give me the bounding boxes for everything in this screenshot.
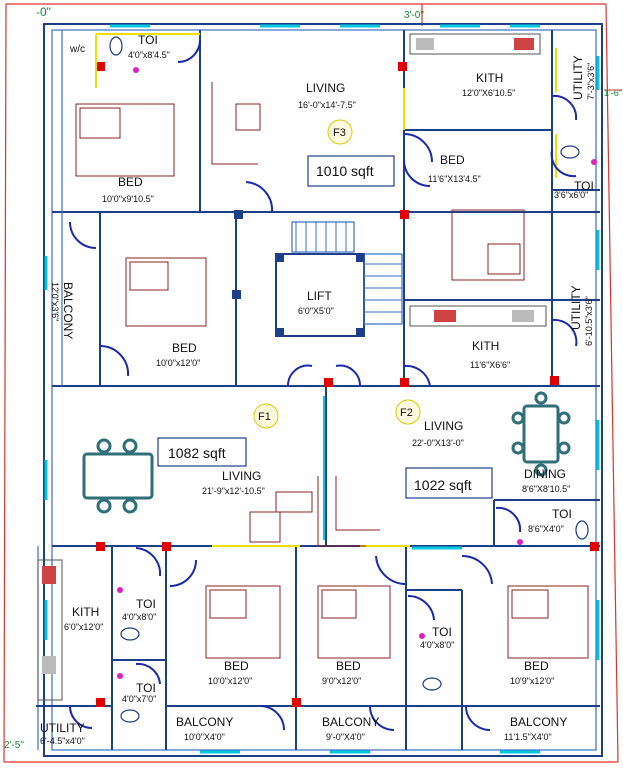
- f2-dining-name: DINING: [524, 467, 566, 481]
- f3-toi2-dim: 3'6"x6'0": [554, 190, 588, 200]
- dimension-markers: -0" 3'-0" 1'-6" 2'-5": [4, 5, 622, 751]
- doors: [69, 39, 578, 731]
- f2-balcony1-dim: 9'-0"X4'0": [326, 732, 365, 742]
- f2-dining-dim: 8'6"X8'10.5": [522, 484, 570, 494]
- flat-marker-f1: [253, 403, 279, 429]
- f1-living-dim: 21'-9"x12'-10.5": [202, 486, 265, 496]
- f2-toi-dim: 8'6"X4'0": [528, 524, 564, 534]
- toilet-fixtures: [109, 36, 597, 723]
- f3-living-dim: 16'-0"x14'-7.5": [298, 100, 356, 110]
- f3-kith-name: KITH: [476, 71, 503, 85]
- area-box-f1: [157, 437, 247, 467]
- mid-bed-name: BED: [172, 341, 197, 355]
- f2-living-dim: 22'-0"X13'-0": [412, 438, 464, 448]
- dim-bottom-left: 2'-5": [4, 740, 24, 751]
- f2-marker-text: F2: [400, 407, 413, 419]
- flat-partitions: [95, 33, 557, 547]
- f1-toi1-name: TOI: [136, 597, 156, 611]
- f3-utility-name: UTILITY: [571, 55, 585, 100]
- f3-marker-text: F3: [333, 127, 346, 139]
- windows: [44, 24, 600, 754]
- f1-toi2-name: TOI: [136, 681, 156, 695]
- f2-bed1-name: BED: [336, 659, 361, 673]
- lift-name: LIFT: [307, 289, 332, 303]
- flat-f1-labels: F1 1082 sqft LIVING 21'-9"x12'-10.5" KIT…: [40, 411, 271, 746]
- f1-toi2-dim: 4'0"x7'0": [122, 694, 156, 704]
- area-box-f3: [307, 155, 395, 187]
- flat-f2-labels: F2 LIVING 22'-0"X13'-0" 1022 sqft DINING…: [322, 407, 572, 742]
- balcony-left-name: BALCONY: [61, 282, 75, 339]
- lift-dim: 6'0"X5'0": [298, 306, 334, 316]
- f2-bed2-dim: 10'9"x12'0": [510, 676, 554, 686]
- f2-toi2-name: TOI: [432, 625, 452, 639]
- f1-area: 1082 sqft: [168, 445, 226, 461]
- mid-bed-dim: 10'0"x12'0": [156, 358, 200, 368]
- f2-kith-name: KITH: [472, 339, 499, 353]
- living-furniture: [211, 82, 380, 547]
- flat-markers: [253, 119, 421, 429]
- f1-marker-text: F1: [258, 411, 271, 423]
- f2-area: 1022 sqft: [414, 477, 472, 493]
- f2-utility-dim: 6'-10.5"x3'6": [584, 296, 594, 346]
- building-walls: [36, 23, 603, 757]
- balcony-left-dim: 12'0"x3'6": [50, 282, 60, 321]
- f1-toi1-dim: 4'0"x8'0": [122, 612, 156, 622]
- f2-toi2-dim: 4'0"x8'0": [420, 640, 454, 650]
- f2-kith-dim: 11'6"X6'6": [470, 360, 510, 370]
- wc-label: w/c: [69, 44, 85, 55]
- f3-bed2-dim: 10'0"x9'10.5": [102, 194, 154, 204]
- f3-bed1-name: BED: [440, 153, 465, 167]
- f3-bed1-dim: 11'6"X13'4.5": [428, 174, 481, 184]
- columns: [96, 62, 599, 707]
- flat-marker-f2: [395, 399, 421, 425]
- f2-balcony1-name: BALCONY: [322, 715, 379, 729]
- f3-bed2-name: BED: [118, 175, 143, 189]
- f3-utility-dim: 7'-3"x3'6": [586, 63, 596, 100]
- f3-toi-dim: 4'0"x8'4.5": [128, 50, 170, 60]
- dim-right: 1'-6": [604, 88, 622, 98]
- lift-stair-core: [275, 221, 403, 337]
- dining-tables: [82, 391, 571, 514]
- f3-living-name: LIVING: [306, 81, 345, 95]
- area-boxes: [157, 155, 493, 499]
- flat-marker-f3: [327, 119, 353, 145]
- f2-living-name: LIVING: [424, 419, 463, 433]
- f1-kith-dim: 6'0"x12'0": [64, 622, 103, 632]
- bed-furniture: [75, 103, 589, 659]
- kitchen-counters: [37, 33, 547, 701]
- middle-band-labels: BALCONY 12'0"x3'6" BED 10'0"x12'0" LIFT …: [50, 282, 594, 370]
- f2-bed2-name: BED: [524, 659, 549, 673]
- f1-utility-dim: 6'-4.5"x4'0": [40, 736, 85, 746]
- f2-utility-name: UTILITY: [569, 285, 583, 330]
- f3-area: 1010 sqft: [316, 163, 374, 179]
- f1-living-name: LIVING: [222, 469, 261, 483]
- f2-toi-name: TOI: [552, 507, 572, 521]
- f3-toi-name: TOI: [138, 33, 158, 47]
- f3-kith-dim: 12'0"X6'10.5": [462, 88, 515, 98]
- area-box-f2: [405, 467, 493, 499]
- dim-top-left: -0": [36, 5, 51, 19]
- f1-bed-name: BED: [224, 659, 249, 673]
- site-boundary: [3, 3, 622, 763]
- dim-top-mid: 3'-0": [404, 10, 424, 21]
- f1-bed-dim: 10'0"x12'0": [208, 676, 252, 686]
- f1-kith-name: KITH: [72, 605, 99, 619]
- f2-balcony2-name: BALCONY: [510, 715, 567, 729]
- f3-toi2-name: TOI: [574, 179, 594, 193]
- f1-balcony-dim: 10'0"X4'0": [184, 732, 225, 742]
- f2-balcony2-dim: 11'1.5"X4'0": [504, 732, 552, 742]
- f1-balcony-name: BALCONY: [176, 715, 233, 729]
- f1-utility-name: UTILITY: [40, 721, 85, 735]
- flat-f3-labels: w/c TOI 4'0"x8'4.5" LIVING 16'-0"x14'-7.…: [69, 33, 596, 204]
- f2-bed1-dim: 9'0"x12'0": [322, 676, 361, 686]
